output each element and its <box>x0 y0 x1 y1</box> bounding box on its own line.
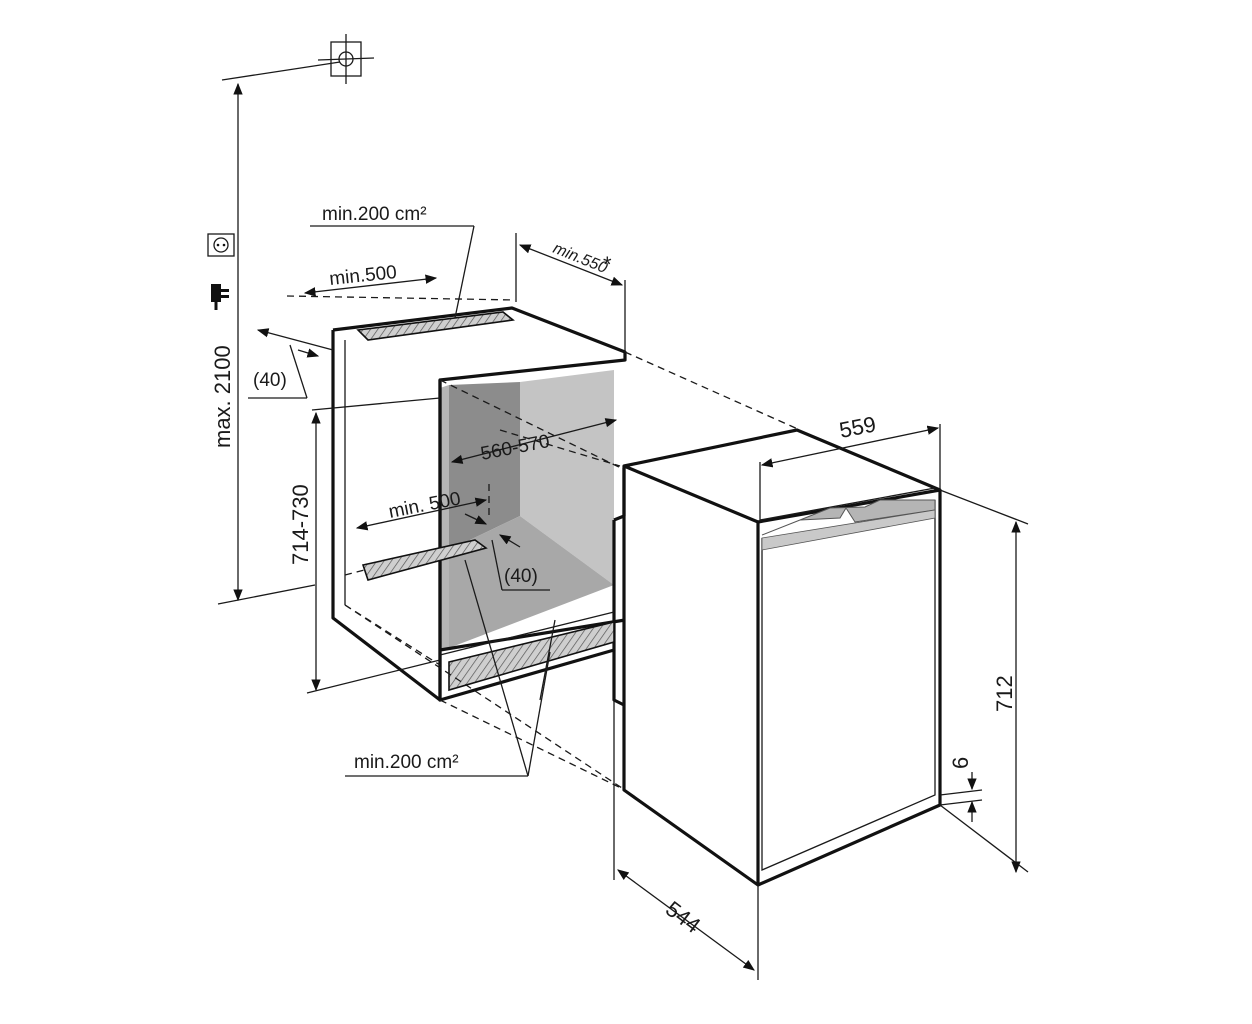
niche-height-label: 714-730 <box>288 484 313 565</box>
appliance-height-dimension: 712 <box>939 489 1029 874</box>
depth-min-label: min.550 <box>551 240 610 277</box>
bottom-vent-area-callout: min.200 cm² <box>345 559 556 777</box>
appliance-plinth-label: 6 <box>948 757 973 769</box>
top-vent-area-callout: min.200 cm² <box>310 204 475 319</box>
appliance <box>612 428 942 887</box>
max-height-label: max. 2100 <box>210 345 235 448</box>
niche-cabinet <box>331 306 627 702</box>
niche-height-dimension: 714-730 <box>288 397 441 694</box>
bottom-gap-label: (40) <box>504 566 538 587</box>
top-gap-dimension: (40) <box>248 328 334 399</box>
top-gap-label: (40) <box>253 370 287 391</box>
bottom-vent-area-label: min.200 cm² <box>354 752 459 773</box>
top-vent-width-label: min.500 <box>328 262 397 290</box>
top-vent-width-dimension: min.500 <box>303 262 438 297</box>
max-height-dimension: max. 2100 <box>210 82 316 605</box>
top-vent-area-label: min.200 cm² <box>322 204 427 225</box>
ceiling-mount-icon <box>317 34 375 84</box>
max-height-top-extension <box>221 61 341 81</box>
depth-min-dimension: min.550 * <box>515 233 626 352</box>
appliance-plinth-dimension: 6 <box>939 757 983 822</box>
power-plug-icon <box>211 284 229 310</box>
appliance-width-label: 559 <box>837 411 878 443</box>
appliance-depth-label: 544 <box>661 896 705 938</box>
appliance-height-label: 712 <box>992 675 1017 712</box>
power-socket-icon <box>207 233 235 257</box>
appliance-width-dimension: 559 <box>759 411 941 520</box>
depth-asterisk: * <box>603 252 612 277</box>
bottom-gap-dimension: (40) <box>464 513 550 591</box>
appliance-depth-dimension: 544 <box>613 700 759 980</box>
